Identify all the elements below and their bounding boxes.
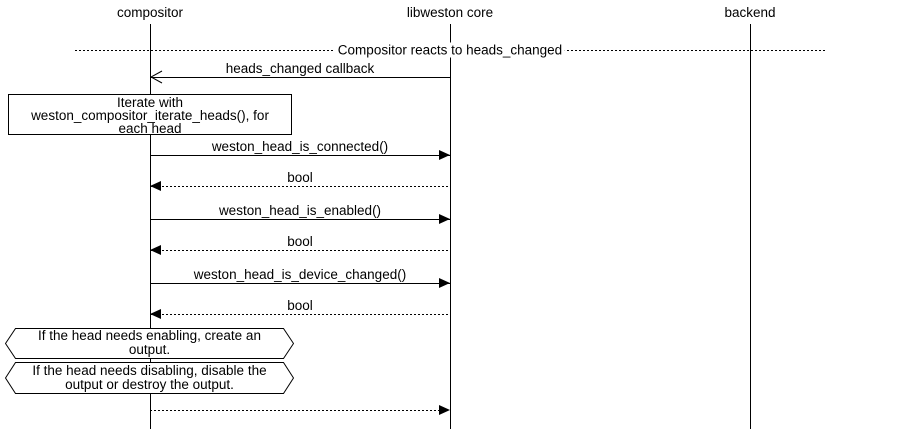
filled-arrowhead-right (439, 405, 450, 415)
lifeline-backend (750, 24, 751, 429)
hnote-enable-output: If the head needs enabling, create an ou… (38, 328, 261, 357)
return-line-bool-3 (150, 314, 450, 315)
return-label-bool-2: bool (285, 234, 315, 249)
hnote-disable-output: If the head needs disabling, disable the… (32, 363, 267, 392)
hexagon-note-border (5, 328, 294, 359)
lifeline-libweston-core (450, 24, 451, 429)
open-arrowhead-left (150, 70, 163, 84)
return-line-bool-1 (150, 186, 450, 187)
divider-label: Compositor reacts to heads_changed (334, 42, 566, 58)
filled-arrowhead-left (150, 309, 161, 319)
message-line-is-connected (150, 155, 450, 156)
hexagon-note-border (5, 362, 294, 394)
lifeline-compositor (150, 24, 151, 429)
message-label-heads-changed-callback: heads_changed callback (223, 61, 377, 76)
return-label-bool-3: bool (285, 298, 315, 313)
message-line-is-enabled (150, 219, 450, 220)
filled-arrowhead-right (439, 278, 450, 288)
filled-arrowhead-left (150, 181, 161, 191)
filled-arrowhead-left (150, 245, 161, 255)
actor-label-compositor: compositor (116, 5, 184, 20)
return-line-bool-2 (150, 250, 450, 251)
return-label-bool-1: bool (285, 170, 315, 185)
message-label-is-enabled: weston_head_is_enabled() (216, 203, 384, 218)
message-label-is-device-changed: weston_head_is_device_changed() (191, 267, 409, 282)
filled-arrowhead-right (439, 214, 450, 224)
message-line-heads-changed-callback (150, 77, 450, 78)
message-line-is-device-changed (150, 283, 450, 284)
actor-label-backend: backend (724, 5, 776, 20)
message-label-is-connected: weston_head_is_connected() (209, 139, 391, 154)
note-iterate-heads: Iterate with weston_compositor_iterate_h… (8, 94, 292, 135)
actor-label-libweston-core: libweston core (406, 5, 494, 20)
final-return-line (150, 410, 450, 411)
filled-arrowhead-right (439, 150, 450, 160)
